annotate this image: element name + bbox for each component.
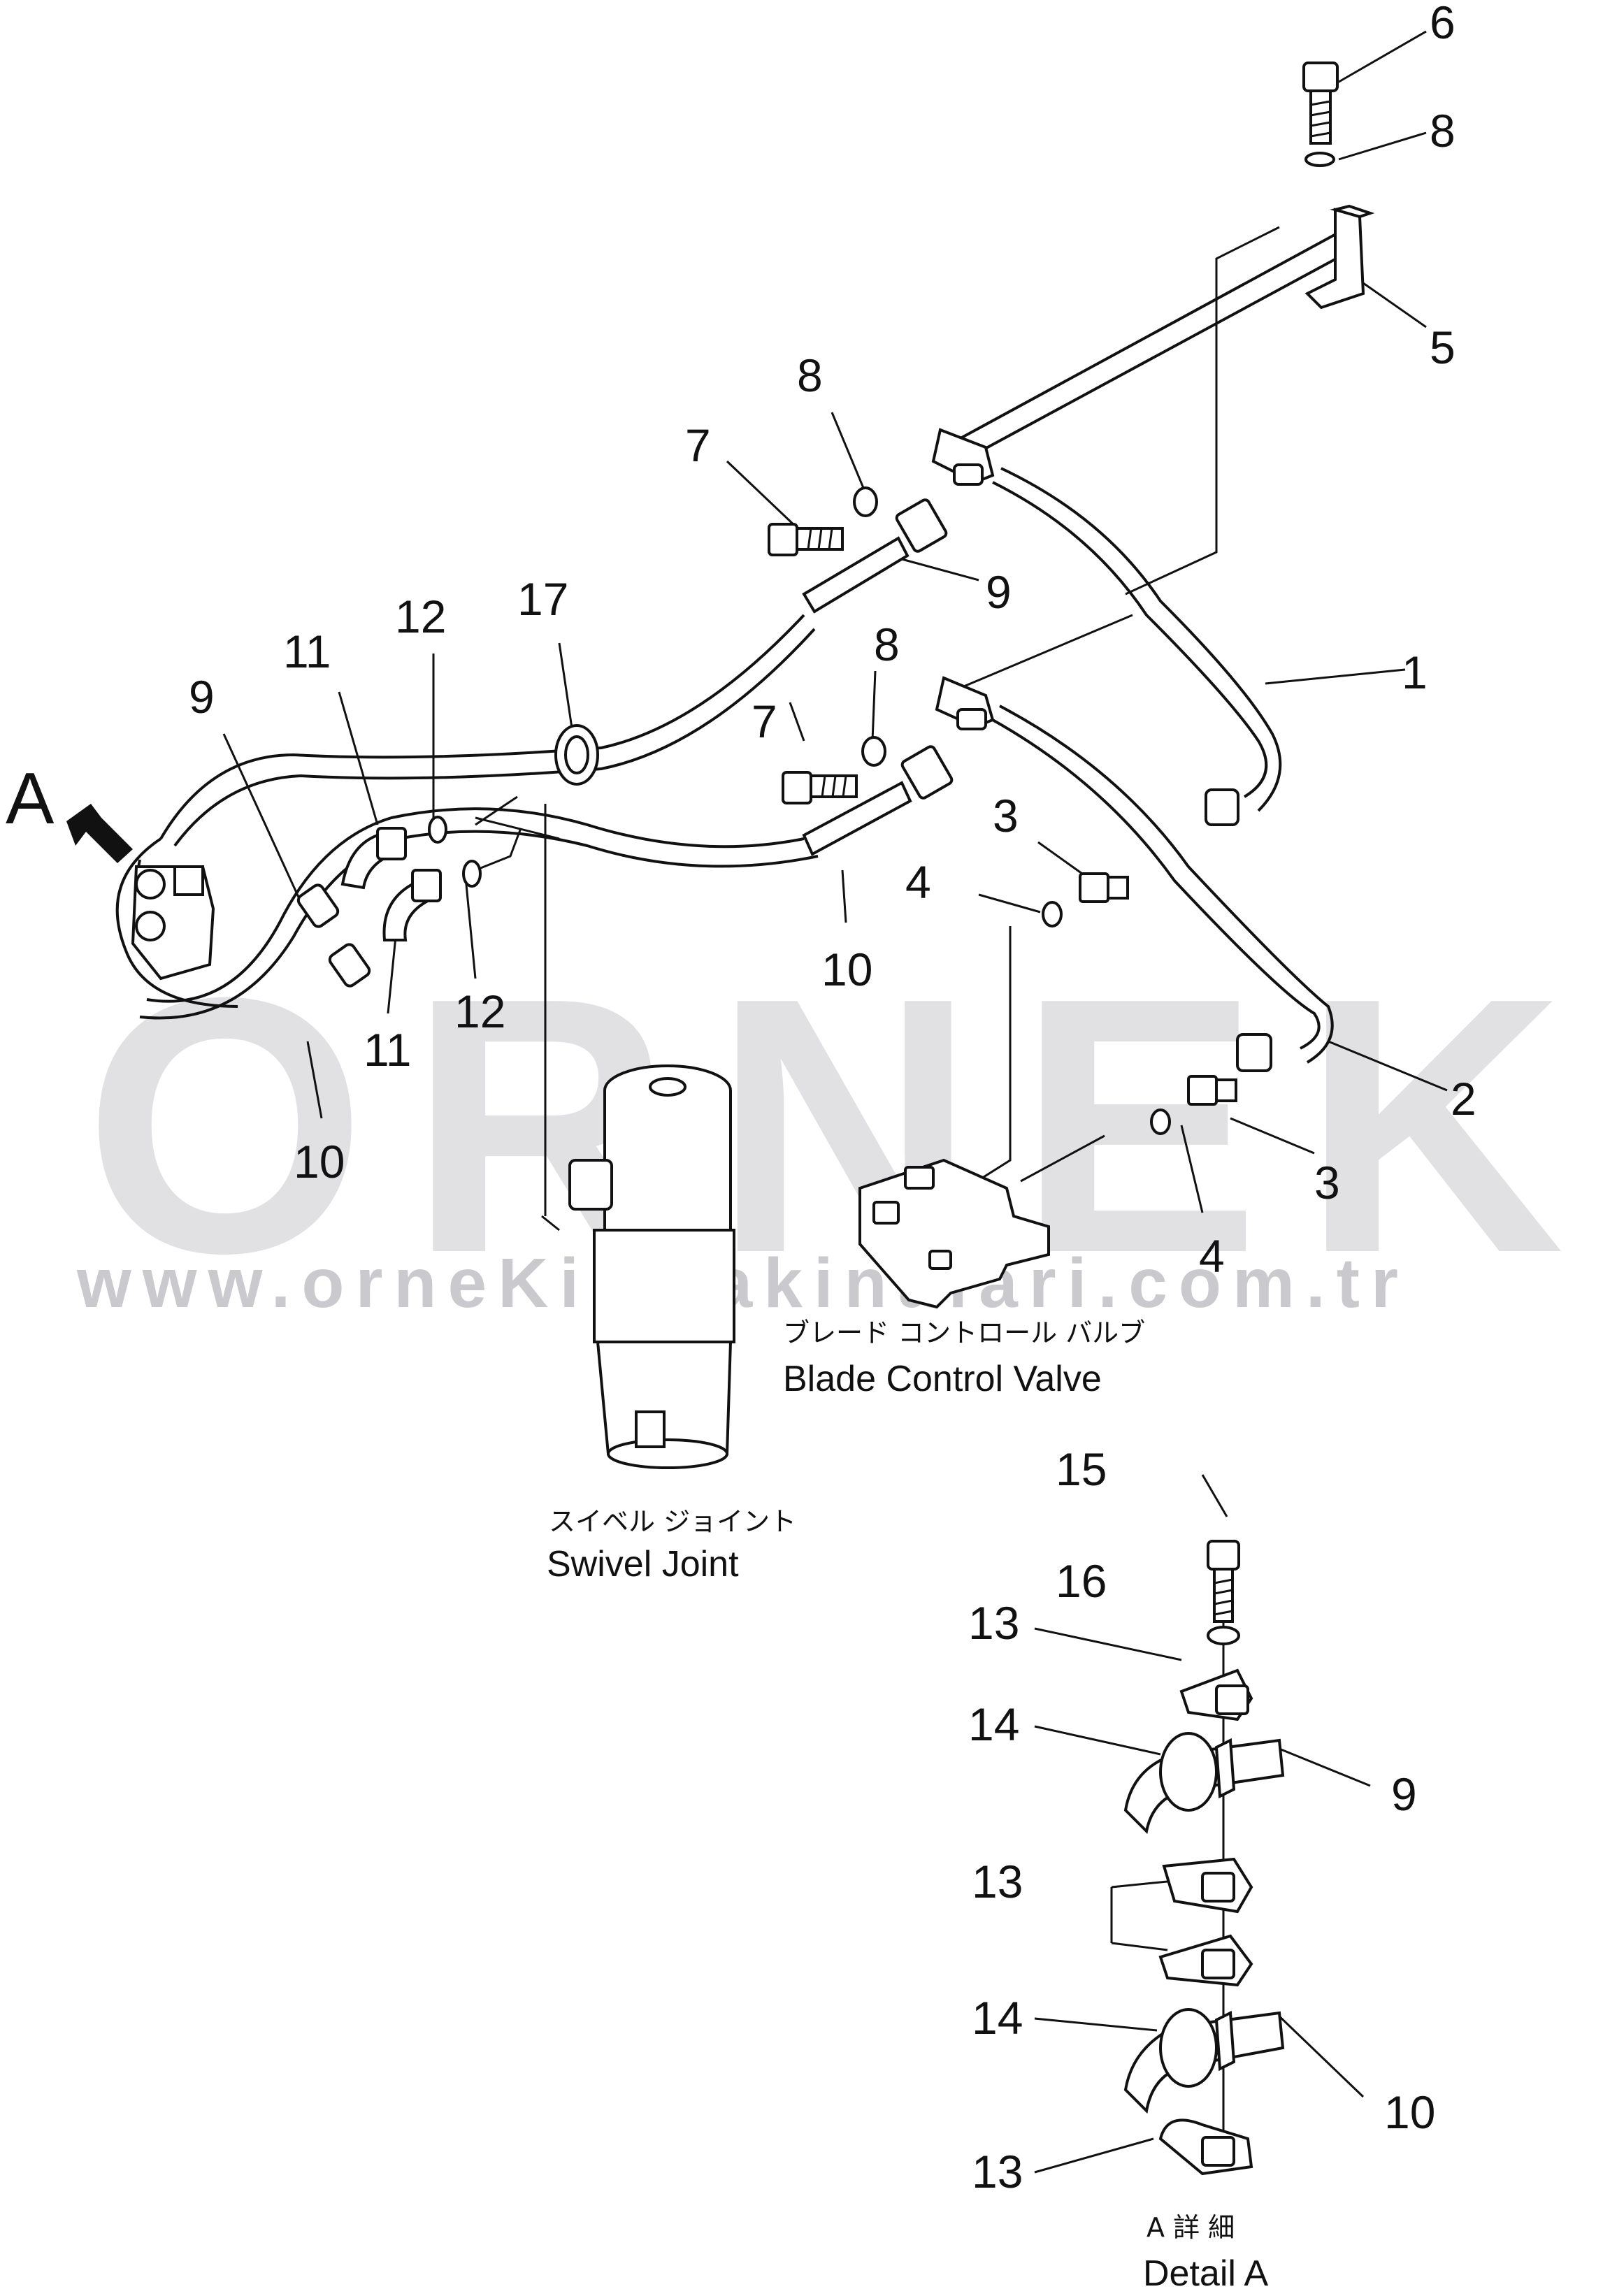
elbow-fitting-icon xyxy=(1187,1075,1237,1106)
part-number-9: 9 xyxy=(189,671,215,723)
part-number-8: 8 xyxy=(874,619,900,670)
part-number-3: 3 xyxy=(993,790,1019,842)
clamp-icon xyxy=(1158,2118,1253,2176)
middle-fittings xyxy=(782,676,1272,1135)
watermark: ORNEK www.orneKismakinalari.com.tr xyxy=(76,923,1603,1329)
bolt-icon xyxy=(1207,1540,1240,1623)
part-number-7: 7 xyxy=(752,695,777,747)
hose-end-10 xyxy=(802,745,954,856)
part-number-2: 2 xyxy=(1451,1073,1476,1125)
hose-10-section xyxy=(1123,2008,1285,2114)
hose-end-9 xyxy=(802,498,948,614)
part-number-12: 12 xyxy=(454,985,505,1037)
detail-a-caption: Detail A xyxy=(1143,2253,1269,2294)
detail-a xyxy=(1123,1540,1285,2176)
part-number-8: 8 xyxy=(1430,105,1455,157)
part-number-4: 4 xyxy=(1199,1230,1225,1282)
washer-icon xyxy=(853,486,878,517)
o-ring-icon xyxy=(462,860,482,888)
part-number-10: 10 xyxy=(1384,2086,1435,2138)
part-number-9: 9 xyxy=(1391,1768,1417,1820)
hose-end-left xyxy=(296,883,371,988)
part-number-8: 8 xyxy=(797,349,823,401)
part-number-6: 6 xyxy=(1430,0,1455,48)
part-number-14: 14 xyxy=(968,1698,1019,1750)
part-number-14: 14 xyxy=(972,1992,1023,2044)
clamp-icon xyxy=(554,724,599,786)
swivel-joint xyxy=(568,1064,735,1469)
washer-icon xyxy=(1304,152,1335,167)
watermark-url: www.orneKismakinalari.com.tr xyxy=(76,1244,1409,1322)
clamp-icon xyxy=(1158,1934,1253,1987)
part-number-9: 9 xyxy=(986,566,1012,618)
part-number-1: 1 xyxy=(1402,647,1428,698)
hose-9-section xyxy=(1123,1732,1285,1835)
part-number-10: 10 xyxy=(294,1136,345,1187)
part-number-17: 17 xyxy=(517,573,568,625)
part-number-16: 16 xyxy=(1056,1555,1107,1607)
part-number-12: 12 xyxy=(395,591,446,642)
arrow-a-icon: A xyxy=(6,758,133,863)
part-number-4: 4 xyxy=(905,856,931,908)
elbow-fitting-icon xyxy=(1079,872,1129,903)
bolt-icon xyxy=(1302,62,1339,145)
o-ring-icon xyxy=(1042,901,1063,927)
watermark-brand: ORNEK xyxy=(84,923,1603,1329)
bolt-icon xyxy=(782,771,858,804)
part-number-15: 15 xyxy=(1056,1443,1107,1495)
view-a-label: A xyxy=(6,758,55,839)
blade-control-valve-caption-jp: ブレード コントロール バルブ xyxy=(783,1317,1145,1348)
washer-icon xyxy=(1207,1626,1240,1645)
elbow-fitting-icon xyxy=(382,869,442,941)
swivel-joint-caption-jp: スイベル ジョイント xyxy=(549,1506,796,1537)
washer-icon xyxy=(861,736,886,767)
part-number-13: 13 xyxy=(968,1597,1019,1649)
left-fittings xyxy=(131,816,482,988)
clamp-icon xyxy=(1162,1857,1253,1914)
swivel-joint-caption: Swivel Joint xyxy=(547,1544,739,1584)
bolt-icon xyxy=(768,523,844,556)
detail-a-caption-jp: A 詳 細 xyxy=(1146,2212,1235,2243)
part-number-labels: 6 8 5 8 7 9 17 12 11 9 1 8 7 3 4 10 12 1… xyxy=(189,0,1476,2197)
o-ring-icon xyxy=(1150,1109,1171,1135)
part-number-3: 3 xyxy=(1314,1157,1340,1208)
part-number-7: 7 xyxy=(685,419,711,471)
part-number-10: 10 xyxy=(821,944,872,995)
o-ring-icon xyxy=(428,816,447,844)
part-number-13: 13 xyxy=(972,1856,1023,1907)
part-number-11: 11 xyxy=(364,1024,412,1076)
clamp-icon xyxy=(1179,1668,1253,1721)
block-at-a xyxy=(131,865,215,981)
upper-fittings xyxy=(554,428,995,786)
blade-control-valve xyxy=(858,1158,1050,1309)
bracket-assembly xyxy=(1302,62,1375,310)
part-number-13: 13 xyxy=(972,2146,1023,2197)
captions: ブレード コントロール バルブ Blade Control Valve スイベル… xyxy=(547,1317,1269,2294)
part-number-5: 5 xyxy=(1430,322,1455,373)
part-number-11: 11 xyxy=(283,626,331,677)
elbow-fitting-icon xyxy=(340,827,407,890)
blade-control-valve-caption: Blade Control Valve xyxy=(783,1359,1102,1399)
